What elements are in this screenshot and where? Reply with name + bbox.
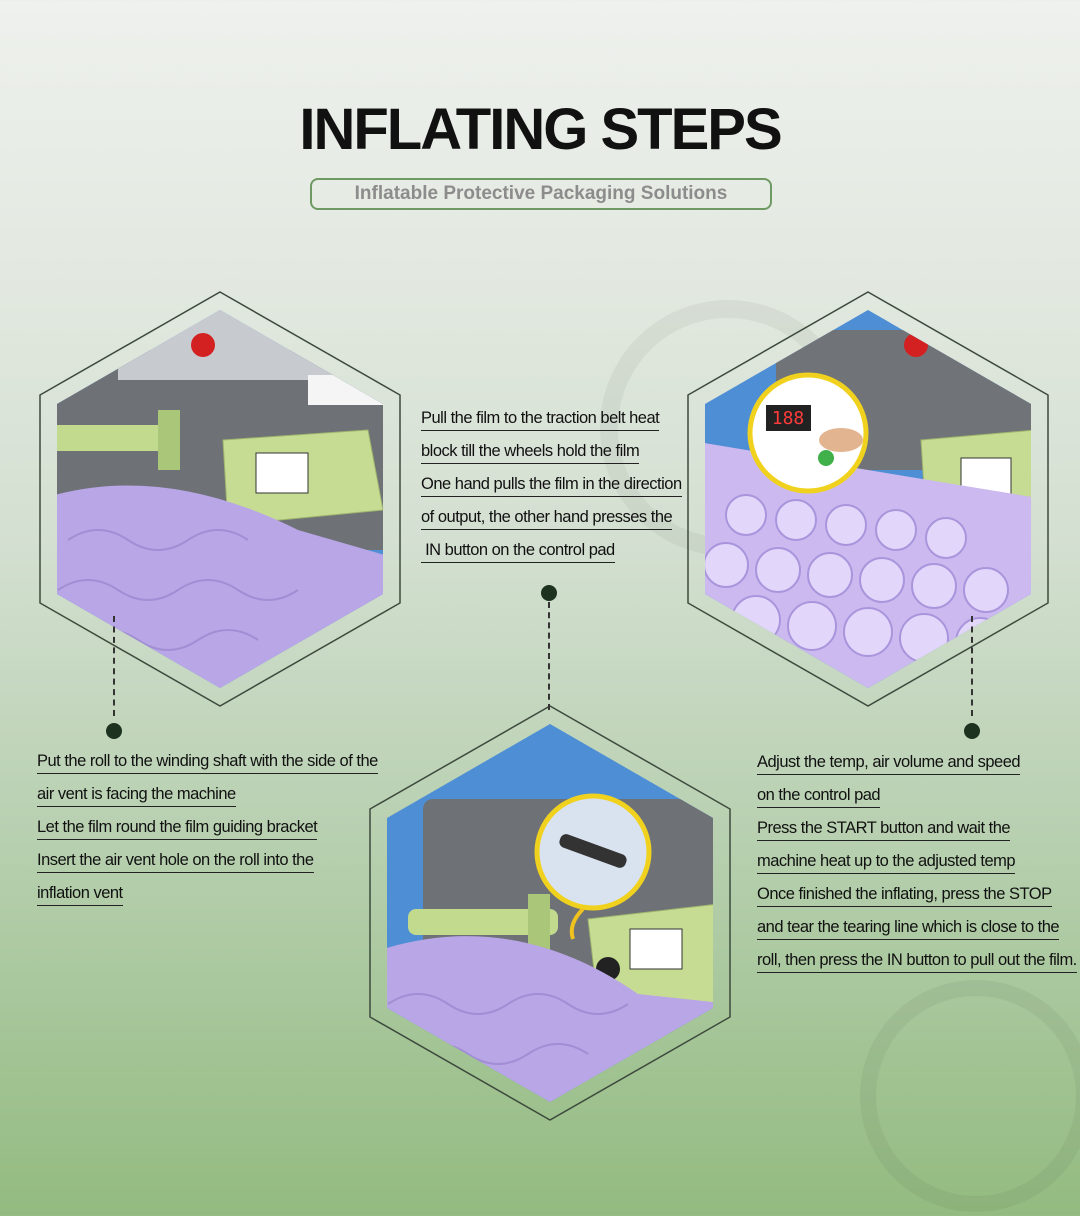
step-line: Put the roll to the winding shaft with t… [37,750,378,774]
step3-photo: 188 [687,291,1049,707]
page-subtitle: Inflatable Protective Packaging Solution… [310,178,772,210]
step-line: of output, the other hand presses the [421,506,673,530]
step-line: One hand pulls the film in the direction [421,473,682,497]
step-line: on the control pad [757,784,881,808]
background-wheel [860,980,1080,1212]
step-line: air vent is facing the machine [37,783,236,807]
step-line: inflation vent [37,882,123,906]
step2-photo [369,705,731,1121]
step-line: Let the film round the film guiding brac… [37,816,318,840]
step-line: and tear the tearing line which is close… [757,916,1060,940]
step-line: machine heat up to the adjusted temp [757,850,1016,874]
step-line: Once finished the inflating, press the S… [757,883,1052,907]
right-connector-line [971,616,973,716]
left-connector-dot [106,723,122,739]
page-title: INFLATING STEPS [299,97,782,162]
step-line: block till the wheels hold the film [421,440,640,464]
step1-description: Put the roll to the winding shaft with t… [37,750,378,915]
step-line: Pull the film to the traction belt heat [421,407,660,431]
step-line: Press the START button and wait the [757,817,1011,841]
step3-description: Adjust the temp, air volume and speed on… [757,751,1077,982]
step-line: roll, then press the IN button to pull o… [757,949,1077,973]
right-connector-dot [964,723,980,739]
step2-description: Pull the film to the traction belt heat … [421,407,682,572]
middle-connector-dot [541,585,557,601]
step-line: IN button on the control pad [421,539,615,563]
step-line: Insert the air vent hole on the roll int… [37,849,314,873]
left-connector-line [113,616,115,716]
middle-connector-line [548,602,550,710]
display-digits: 188 [772,408,805,429]
step-line: Adjust the temp, air volume and speed [757,751,1021,775]
step1-photo [39,291,401,707]
